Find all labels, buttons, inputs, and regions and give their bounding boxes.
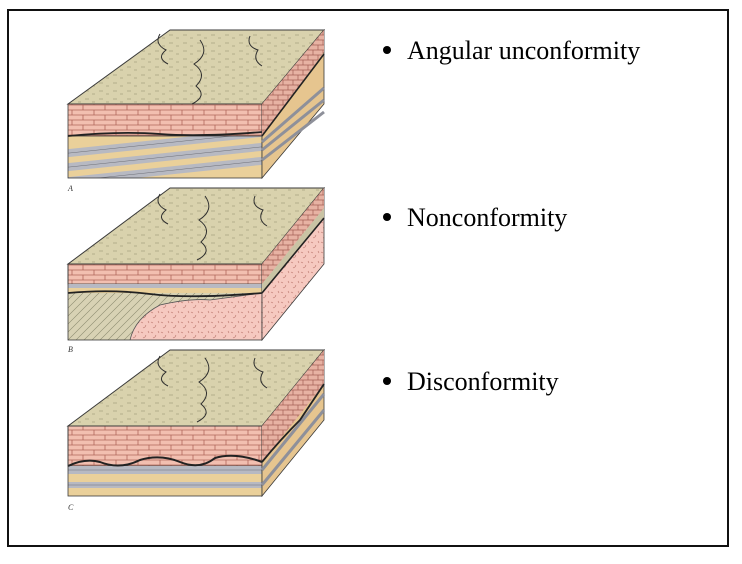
panel-c-block: C (66, 348, 326, 512)
bullet-angular-unconformity: Angular unconformity (383, 36, 640, 66)
bullet-dot-icon (383, 213, 391, 222)
panel-c-letter: C (68, 503, 74, 512)
bullet-dot-icon (383, 377, 391, 386)
bullet-dot-icon (383, 46, 391, 55)
panel-b-block: B (66, 186, 326, 354)
bullet-nonconformity: Nonconformity (383, 203, 567, 233)
bullet-disconformity: Disconformity (383, 367, 559, 397)
bullet-label: Nonconformity (407, 203, 568, 232)
panel-a-block: A (66, 28, 326, 193)
panel-a-letter: A (67, 184, 73, 193)
bullet-label: Angular unconformity (407, 36, 641, 65)
panel-b-letter: B (68, 345, 73, 354)
bullet-label: Disconformity (407, 367, 559, 396)
